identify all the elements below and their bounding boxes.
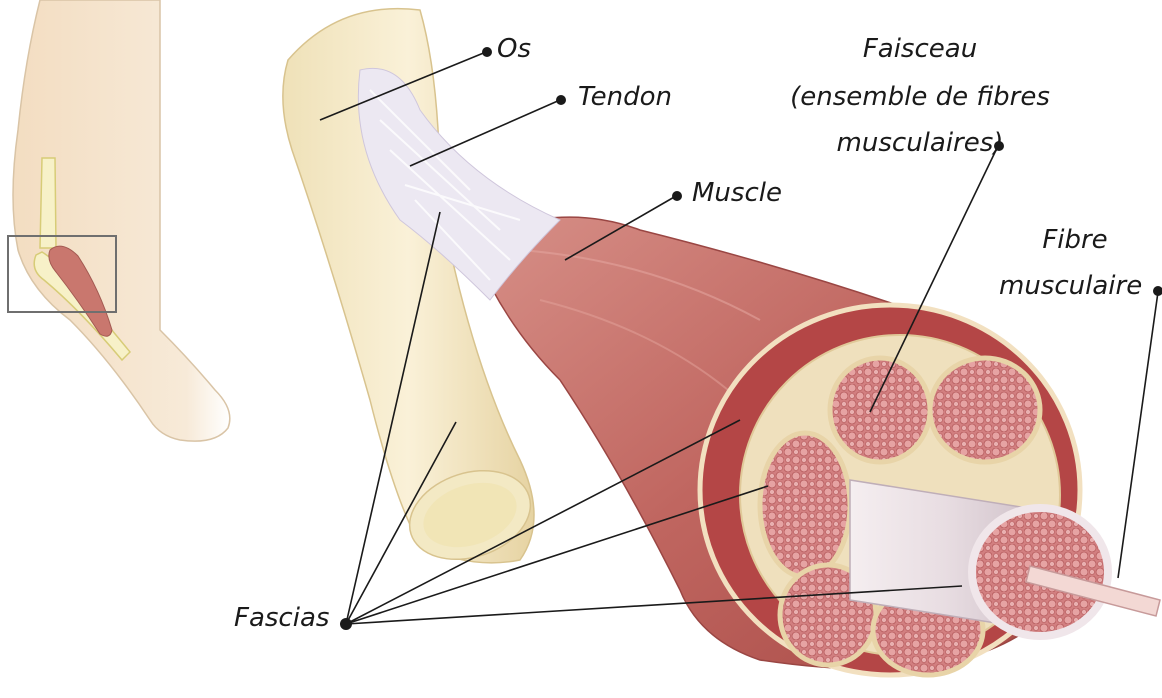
label-muscle: Muscle <box>692 175 782 211</box>
label-fibre-line2: musculaire <box>999 268 1142 304</box>
label-tendon: Tendon <box>578 79 672 115</box>
arm-thumbnail <box>8 0 230 441</box>
label-faisceau-line1: Faisceau <box>770 31 1070 67</box>
label-os: Os <box>497 31 531 67</box>
label-fascias: Fascias <box>234 600 329 636</box>
label-fibre-line1: Fibre <box>990 222 1160 258</box>
label-faisceau-line3: musculaires) <box>770 125 1070 161</box>
label-faisceau-line2: (ensemble de fibres <box>770 79 1070 115</box>
muscle-cross-section <box>700 305 1160 675</box>
